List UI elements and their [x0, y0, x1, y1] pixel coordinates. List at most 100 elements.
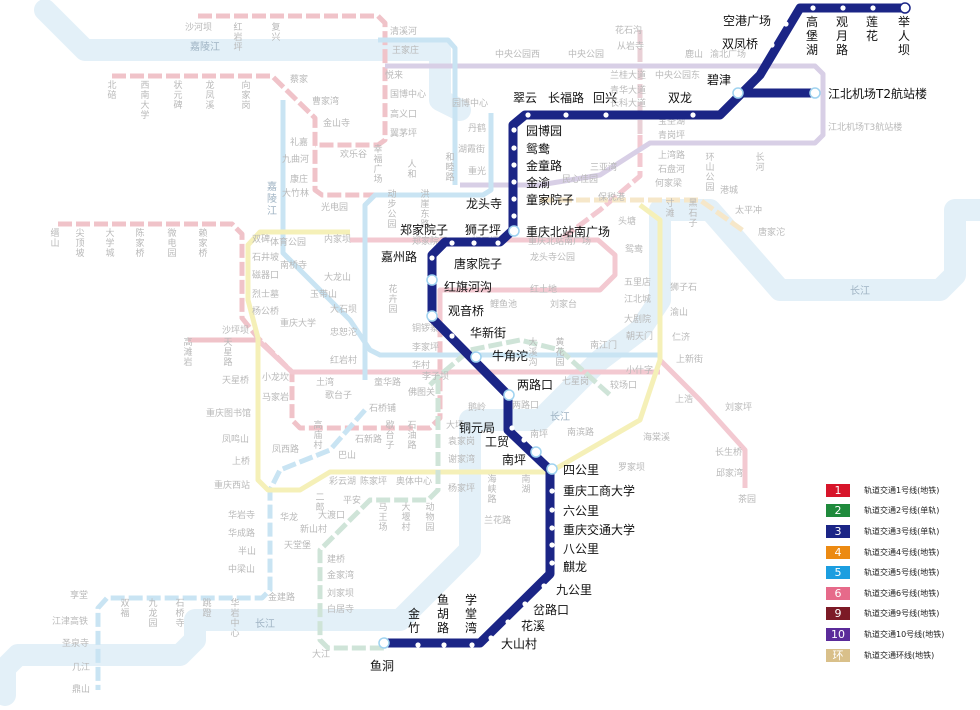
line-3-track[interactable] — [384, 3, 905, 648]
station-label[interactable]: 童家院子 — [526, 192, 574, 207]
station-四公里[interactable] — [546, 463, 558, 475]
station-label[interactable]: 空港广场 — [723, 14, 771, 28]
station-label[interactable]: 牛角沱 — [492, 348, 528, 363]
legend-item-line-10[interactable]: 10 轨道交通10号线(地铁) — [826, 624, 976, 645]
legend-item-line-5[interactable]: 5 轨道交通5号线(地铁) — [826, 562, 976, 583]
station-label[interactable]: 九公里 — [556, 583, 592, 597]
station-大山村[interactable] — [488, 635, 494, 641]
station-label[interactable]: 金渝 — [526, 175, 550, 190]
station-label[interactable]: 鸳鸯 — [526, 141, 550, 156]
station-童家院子[interactable] — [511, 196, 517, 202]
station-label[interactable]: 花溪 — [521, 618, 545, 633]
station-label[interactable]: 重庆工商大学 — [563, 483, 635, 498]
station-唐家院子[interactable] — [449, 240, 455, 246]
station-碧津[interactable] — [732, 87, 744, 99]
station-label[interactable]: 金童路 — [526, 158, 562, 173]
station-学堂湾[interactable] — [469, 642, 475, 648]
legend-item-line-2[interactable]: 2 轨道交通2号线(单轨) — [826, 501, 976, 522]
station-label[interactable]: 回兴 — [593, 91, 617, 105]
station-高堡湖[interactable] — [810, 5, 816, 11]
station-label[interactable]: 岔路口 — [533, 602, 569, 617]
faded-line-5d — [95, 408, 367, 690]
station-牛角沱[interactable] — [470, 351, 482, 363]
station-红旗河沟[interactable] — [426, 274, 438, 286]
station-label[interactable]: 南坪 — [502, 452, 526, 467]
station-长福路[interactable] — [563, 112, 569, 118]
station-翠云[interactable] — [525, 112, 531, 118]
station-两路口[interactable] — [503, 389, 515, 401]
station-九公里[interactable] — [541, 583, 547, 589]
legend-item-line-3[interactable]: 3 轨道交通3号线(单轨) — [826, 521, 976, 542]
station-重庆交通大学[interactable] — [549, 525, 555, 531]
station-观音桥[interactable] — [426, 310, 438, 322]
station-label[interactable]: 华新街 — [470, 325, 506, 340]
station-八公里[interactable] — [549, 542, 555, 548]
station-label-char: 崖 — [420, 199, 429, 210]
station-label[interactable]: 麒龙 — [563, 559, 587, 574]
station-回兴[interactable] — [603, 112, 609, 118]
station-label[interactable]: 双凤桥 — [722, 37, 758, 51]
station-嘉州路[interactable] — [429, 255, 435, 261]
station-铜元局[interactable] — [509, 425, 515, 431]
station-鱼胡路[interactable] — [441, 642, 447, 648]
station-label[interactable]: 两路口 — [517, 377, 553, 392]
station-双龙[interactable] — [690, 112, 696, 118]
station-龙头寺[interactable] — [511, 213, 517, 219]
station-莲花[interactable] — [870, 5, 876, 11]
station-label[interactable]: 翠云 — [513, 91, 537, 105]
faded-station-label: 陈家坪 — [360, 475, 387, 487]
station-江北机场T2航站楼[interactable] — [809, 87, 821, 99]
station-label[interactable]: 园博园 — [526, 123, 562, 138]
station-label[interactable]: 江北机场T2航站楼 — [828, 86, 927, 101]
legend-item-line-1[interactable]: 1 轨道交通1号线(地铁) — [826, 480, 976, 501]
station-狮子坪[interactable] — [495, 240, 501, 246]
legend-item-line-4[interactable]: 4 轨道交通4号线(地铁) — [826, 542, 976, 563]
station-label[interactable]: 唐家院子 — [454, 256, 502, 271]
station-工贸[interactable] — [521, 437, 527, 443]
station-华新街[interactable] — [449, 333, 455, 339]
station-观月路[interactable] — [840, 5, 846, 11]
station-空港广场[interactable] — [783, 21, 789, 27]
station-label-char: 路 — [420, 218, 429, 230]
station-label[interactable]: 四公里 — [563, 463, 599, 477]
station-举人坝[interactable] — [899, 2, 911, 14]
faded-station-label: 园博中心 — [452, 97, 488, 109]
station-label[interactable]: 铜元局 — [459, 420, 495, 435]
station-重庆北站南广场[interactable] — [508, 225, 520, 237]
station-花溪[interactable] — [505, 619, 511, 625]
station-label[interactable]: 六公里 — [563, 504, 599, 518]
station-双凤桥[interactable] — [769, 42, 775, 48]
station-label[interactable]: 鱼洞 — [370, 659, 394, 673]
station-label[interactable]: 郑家院子 — [400, 222, 448, 237]
station-label-char: 西 — [140, 80, 149, 91]
station-label[interactable]: 重庆北站南广场 — [526, 224, 610, 239]
station-label[interactable]: 工贸 — [485, 435, 509, 449]
legend-item-loop-line[interactable]: 环 轨道交通环线(地铁) — [826, 645, 976, 666]
station-label[interactable]: 红旗河沟 — [444, 279, 492, 294]
station-label[interactable]: 观音桥 — [448, 303, 484, 318]
station-麒龙[interactable] — [549, 560, 555, 566]
station-重庆工商大学[interactable] — [549, 488, 555, 494]
station-label[interactable]: 双龙 — [668, 91, 692, 105]
legend-item-line-6[interactable]: 6 轨道交通6号线(地铁) — [826, 583, 976, 604]
station-金竹[interactable] — [415, 642, 421, 648]
station-金童路[interactable] — [511, 162, 517, 168]
station-label[interactable]: 长福路 — [548, 90, 584, 105]
station-label[interactable]: 大山村 — [501, 637, 537, 651]
station-岔路口[interactable] — [522, 601, 528, 607]
station-label[interactable]: 碧津 — [707, 73, 731, 87]
station-鱼洞[interactable] — [378, 637, 390, 649]
station-label[interactable]: 嘉州路 — [381, 249, 417, 264]
station-郑家院子[interactable] — [471, 240, 477, 246]
station-六公里[interactable] — [549, 507, 555, 513]
station-金渝[interactable] — [511, 179, 517, 185]
station-label[interactable]: 重庆交通大学 — [563, 522, 635, 537]
station-label[interactable]: 龙头寺 — [466, 197, 502, 211]
station-园博园[interactable] — [511, 127, 517, 133]
station-鸳鸯[interactable] — [511, 145, 517, 151]
legend-item-line-9[interactable]: 9 轨道交通9号线(地铁) — [826, 604, 976, 625]
station-南坪[interactable] — [530, 446, 542, 458]
station-label[interactable]: 八公里 — [563, 542, 599, 556]
faded-station-label: 清溪河 — [390, 25, 417, 37]
station-label[interactable]: 狮子坪 — [465, 223, 501, 237]
